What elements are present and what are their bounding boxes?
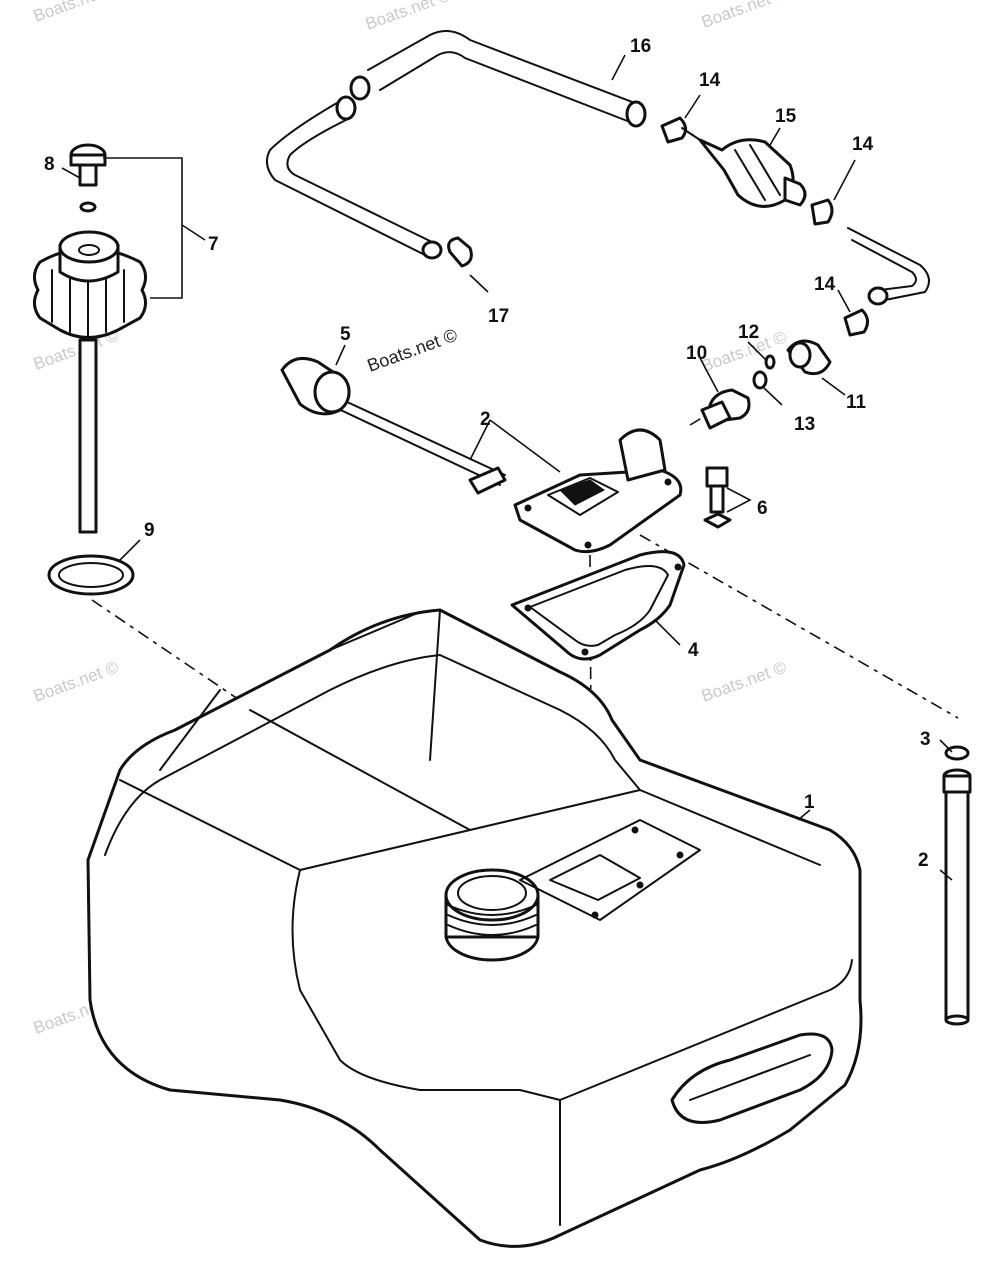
pickup-tube <box>942 745 972 1026</box>
part-label-14-low: 14 <box>814 274 836 295</box>
part-number-labels: 1 2 2 3 4 5 6 7 8 9 10 11 12 13 14 14 14… <box>44 36 931 871</box>
part-label-5: 5 <box>340 324 351 345</box>
part-label-16: 16 <box>630 36 651 57</box>
part-label-2-tube: 2 <box>918 850 929 871</box>
fuel-line-assembly <box>265 30 930 430</box>
watermark: Boats.net © <box>699 0 790 32</box>
part-label-13: 13 <box>794 414 815 435</box>
tank-filler-neck <box>444 868 540 962</box>
o-ring <box>47 554 135 596</box>
part-label-15: 15 <box>775 106 797 127</box>
part-label-8: 8 <box>44 154 55 175</box>
fuel-sender-assembly <box>280 356 683 554</box>
watermark: Boats.net © <box>31 0 122 26</box>
fuel-tank <box>86 608 863 1248</box>
part-label-11: 11 <box>846 392 867 413</box>
part-label-14-mid: 14 <box>852 134 874 155</box>
watermark: Boats.net © <box>363 0 454 34</box>
watermark: Boats.net © <box>699 657 790 705</box>
part-label-4: 4 <box>688 640 699 661</box>
part-label-2: 2 <box>480 409 491 430</box>
screw-washer <box>703 466 732 529</box>
watermark: Boats.net © <box>31 657 122 705</box>
watermark-center: Boats.net © <box>365 325 460 376</box>
part-label-3: 3 <box>920 729 931 750</box>
part-label-7: 7 <box>208 234 219 255</box>
part-label-10: 10 <box>686 343 707 364</box>
part-label-1: 1 <box>804 792 815 813</box>
part-label-14-top: 14 <box>699 70 721 91</box>
part-label-9: 9 <box>144 520 155 541</box>
gasket <box>510 550 686 661</box>
leader-lines <box>61 54 953 881</box>
part-label-6: 6 <box>757 498 768 519</box>
gauge-assembly <box>33 143 206 534</box>
part-label-12: 12 <box>738 322 759 343</box>
part-label-17: 17 <box>488 306 509 327</box>
